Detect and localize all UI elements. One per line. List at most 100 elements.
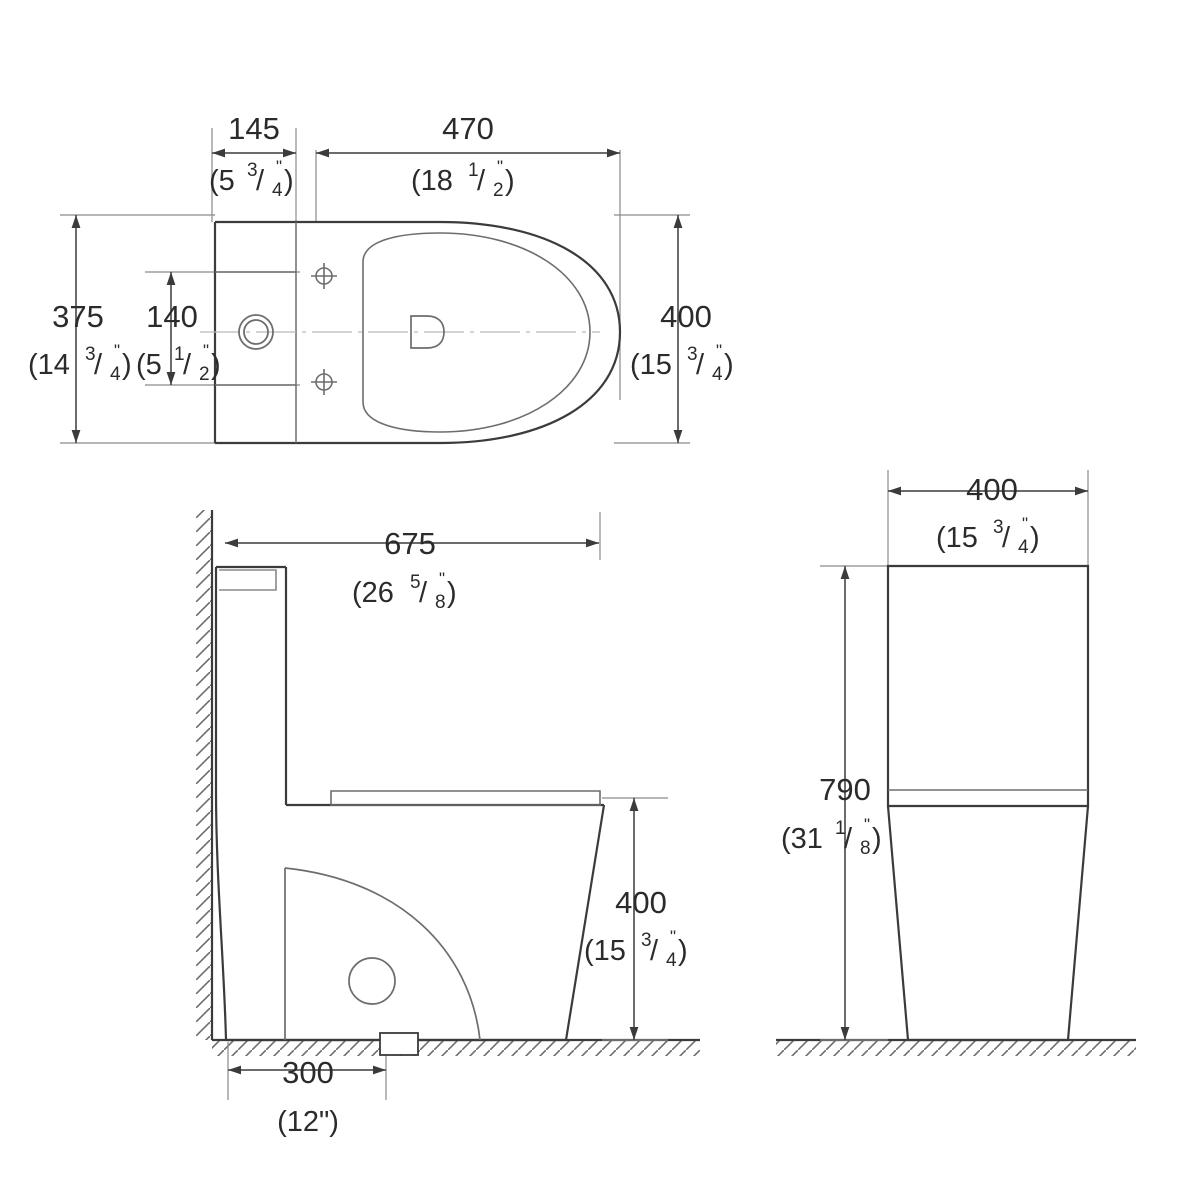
dim-375-num: 3	[85, 344, 96, 365]
dimension-label-140: 140 (5 1 / 2 " )	[136, 299, 221, 385]
dim-140-whole: (5	[136, 349, 162, 381]
dim-470-num: 1	[468, 160, 479, 181]
dim-side400-close: )	[678, 935, 688, 967]
dim-790-slash: /	[844, 823, 853, 855]
access-hole-icon	[348, 957, 396, 1005]
dimension-label-375: 375 (14 3 / 4 " )	[28, 299, 132, 385]
dim-375-den: 4	[110, 364, 121, 385]
dim-470-inch: "	[497, 157, 503, 176]
dim-300-imperial: (12")	[277, 1106, 339, 1138]
dim-790-inch: "	[864, 815, 870, 834]
dim-top400-num: 3	[687, 344, 698, 365]
dim-470-den: 2	[493, 180, 504, 201]
dim-790-whole: (31	[781, 823, 823, 855]
side-view-seat	[330, 790, 601, 806]
top-view-extension-lines	[60, 128, 690, 444]
dim-375-imperial: (14 3 / 4 " )	[28, 341, 132, 385]
dimension-label-top-400: 400 (15 3 / 4 " )	[630, 299, 734, 385]
dim-145-slash: /	[256, 165, 265, 197]
dim-side400-slash: /	[650, 935, 659, 967]
top-view-dimension-lines	[71, 148, 683, 443]
front-view-extension-lines	[820, 470, 1089, 1041]
dimension-label-side-400: 400 (15 3 / 4 " )	[584, 885, 688, 971]
side-view-wall	[196, 510, 214, 1040]
dim-side400-inch: "	[670, 927, 676, 946]
dim-300-metric: 300	[282, 1055, 334, 1090]
dim-675-num: 5	[410, 572, 421, 593]
dim-375-metric: 375	[52, 299, 104, 334]
dimension-label-790: 790 (31 1 / 8 " )	[781, 772, 882, 859]
flush-outlet-icon	[410, 315, 445, 349]
dim-470-imperial: (18 1 / 2 " )	[411, 157, 515, 201]
side-view	[196, 510, 700, 1100]
dim-top400-den: 4	[712, 364, 723, 385]
dim-front400-num: 3	[993, 517, 1004, 538]
dim-top400-whole: (15	[630, 349, 672, 381]
bolt-hole-crosshair-icon	[311, 263, 337, 395]
dim-790-num: 1	[835, 818, 846, 839]
dim-790-metric: 790	[819, 772, 871, 807]
side-view-outline	[214, 565, 606, 1042]
dim-675-close: )	[447, 577, 457, 609]
dim-side400-whole: (15	[584, 935, 626, 967]
dimension-label-front-400: 400 (15 3 / 4 " )	[936, 472, 1040, 558]
dimension-label-145: 145 (5 3 / 4 " )	[209, 111, 294, 201]
dim-front400-inch: "	[1022, 514, 1028, 533]
dim-front400-slash: /	[1002, 522, 1011, 554]
dim-675-den: 8	[435, 592, 446, 613]
floor-outlet-stub	[379, 1032, 419, 1056]
dim-top400-close: )	[724, 349, 734, 381]
front-view-dimension-lines	[840, 486, 1088, 1040]
dim-140-imperial: (5 1 / 2 " )	[136, 341, 221, 385]
side-view-floor	[212, 1038, 700, 1056]
front-view-outline	[886, 564, 1090, 1042]
dim-675-metric: 675	[384, 526, 436, 561]
dim-375-inch: "	[114, 341, 120, 360]
dim-140-inch: "	[203, 341, 209, 360]
dim-675-whole: (26	[352, 577, 394, 609]
dim-470-close: )	[505, 165, 515, 197]
dim-140-metric: 140	[146, 299, 198, 334]
dimension-label-470: 470 (18 1 / 2 " )	[411, 111, 515, 201]
dim-375-close: )	[122, 349, 132, 381]
dim-145-den: 4	[272, 180, 283, 201]
dim-front400-metric: 400	[966, 472, 1018, 507]
dim-front400-close: )	[1030, 522, 1040, 554]
dim-375-slash: /	[94, 349, 103, 381]
front-view-floor	[776, 1038, 1136, 1056]
dim-470-metric: 470	[442, 111, 494, 146]
dim-675-imperial: (26 5 / 8 " )	[352, 569, 457, 613]
dim-top400-inch: "	[716, 341, 722, 360]
dim-side400-num: 3	[641, 930, 652, 951]
dim-140-den: 2	[199, 364, 210, 385]
dim-675-slash: /	[419, 577, 428, 609]
dim-675-inch: "	[439, 569, 445, 588]
dim-side400-imperial: (15 3 / 4 " )	[584, 927, 688, 971]
dim-145-close: )	[284, 165, 294, 197]
side-view-skirt-detail	[284, 867, 481, 1041]
dim-790-imperial: (31 1 / 8 " )	[781, 815, 882, 859]
dim-side400-metric: 400	[615, 885, 667, 920]
dim-front400-imperial: (15 3 / 4 " )	[936, 514, 1040, 558]
dimension-label-675: 675 (26 5 / 8 " )	[352, 526, 457, 613]
dim-470-slash: /	[477, 165, 486, 197]
dim-145-metric: 145	[228, 111, 280, 146]
dim-470-whole: (18	[411, 165, 453, 197]
dim-790-close: )	[872, 823, 882, 855]
dim-140-slash: /	[183, 349, 192, 381]
water-inlet-icon	[238, 314, 274, 350]
dimension-label-300: 300 (12")	[277, 1055, 339, 1138]
dim-375-whole: (14	[28, 349, 70, 381]
dim-side400-den: 4	[666, 950, 677, 971]
dim-top400-slash: /	[696, 349, 705, 381]
dim-140-close: )	[211, 349, 221, 381]
dim-140-num: 1	[174, 344, 185, 365]
dim-145-imperial: (5 3 / 4 " )	[209, 157, 294, 201]
dim-145-num: 3	[247, 160, 258, 181]
front-view	[776, 470, 1136, 1056]
side-view-dimension-lines	[225, 538, 639, 1075]
dim-145-inch: "	[276, 157, 282, 176]
top-view-seat-outline	[362, 232, 591, 433]
tank-lid-detail	[219, 569, 277, 591]
